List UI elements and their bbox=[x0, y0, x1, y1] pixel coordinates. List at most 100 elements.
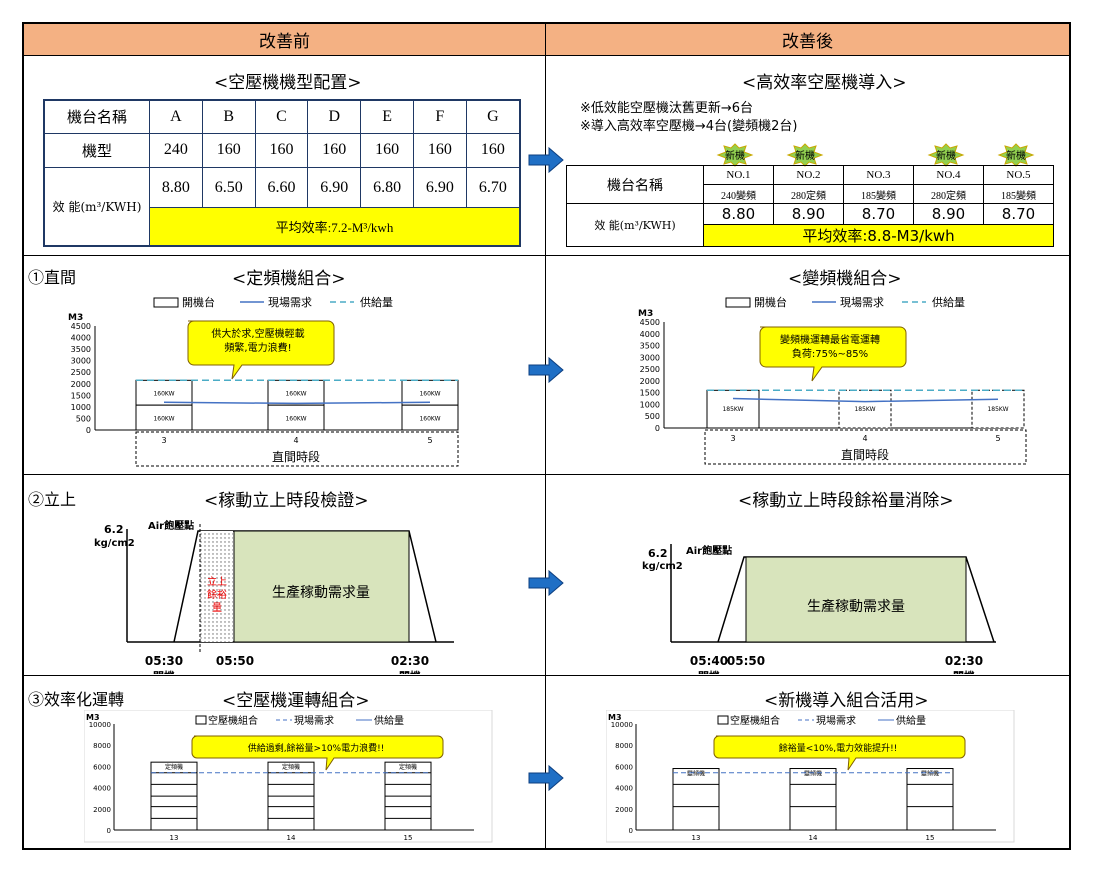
y-tick-label: 3500 bbox=[71, 345, 91, 354]
new-machine-type-cell: 280定頻 bbox=[913, 184, 984, 204]
arrow-right-icon bbox=[528, 146, 564, 174]
x-tick-label: 4 bbox=[293, 436, 298, 445]
machine-box-label: 160KW bbox=[153, 391, 174, 398]
surplus-label-3: 量 bbox=[212, 602, 222, 614]
legend-box-icon bbox=[725, 297, 751, 308]
stop-label: 關機 bbox=[399, 669, 421, 674]
callout-text-1: 供大於求,空壓機輕載 bbox=[211, 327, 304, 340]
table-header-model: 機型 bbox=[43, 132, 150, 168]
sec2-right-title: <變頻機組合> bbox=[788, 269, 902, 289]
new-badge-text: 新機 bbox=[936, 149, 956, 162]
arrow-right-icon bbox=[528, 356, 564, 384]
callout-bubble bbox=[187, 320, 335, 380]
new-badge-text: 新機 bbox=[725, 149, 745, 162]
machine-name-cell: C bbox=[254, 99, 309, 134]
new-machine-type-cell: 280定頻 bbox=[773, 184, 844, 204]
fixed-speed-chart: 開機台現場需求供給量M30500100015002000250030003500… bbox=[68, 295, 459, 467]
new-efficiency-cell: 8.90 bbox=[773, 203, 844, 225]
time-ready: 05:50 bbox=[216, 654, 254, 668]
machine-name-cell: F bbox=[412, 99, 467, 134]
sec4-row-label: ③效率化運轉 bbox=[28, 690, 125, 709]
table-header-machine-name: 機台名稱 bbox=[43, 99, 150, 134]
y-tick-label: 3500 bbox=[640, 342, 660, 351]
machine-box-label: 160KW bbox=[419, 391, 440, 398]
y-tick-label: 6000 bbox=[93, 763, 111, 771]
bar-label: 變頻機 bbox=[687, 770, 705, 778]
header-after-text: 改善後 bbox=[782, 32, 833, 52]
model-cell: 160 bbox=[412, 132, 467, 168]
efficiency-cell: 6.80 bbox=[360, 166, 414, 209]
new-efficiency-cell: 8.70 bbox=[843, 203, 914, 225]
y-tick-label: 2000 bbox=[93, 806, 111, 814]
sec4-right-title: <新機導入組合活用> bbox=[764, 691, 929, 711]
legend-item-demand: 現場需求 bbox=[816, 714, 856, 727]
new-badge-1: 新機 bbox=[717, 143, 753, 167]
time-stop: 02:30 bbox=[945, 654, 983, 668]
x-tick-label: 14 bbox=[287, 834, 296, 842]
start-label: 開機 bbox=[153, 669, 175, 674]
bar bbox=[672, 768, 720, 831]
bar bbox=[789, 768, 837, 831]
new-machine-name-cell: NO.2 bbox=[773, 165, 844, 185]
header-before-text: 改善前 bbox=[259, 32, 310, 52]
machine-box-label: 185KW bbox=[987, 406, 1008, 413]
machine-box-label: 160KW bbox=[419, 416, 440, 423]
new-machine-name-cell: NO.4 bbox=[913, 165, 984, 185]
demand-label: 生產稼動需求量 bbox=[272, 584, 370, 601]
sec3-right-title: <稼動立上時段餘裕量消除> bbox=[738, 491, 954, 511]
callout-text-2: 負荷:75%~85% bbox=[792, 348, 868, 360]
sec1-left-title: <空壓機機型配置> bbox=[214, 73, 362, 93]
machine-name-cell: E bbox=[360, 99, 414, 134]
header-before: 改善前 bbox=[24, 24, 545, 56]
time-start: 05:30 bbox=[145, 654, 183, 668]
machine-box bbox=[401, 379, 459, 406]
comparison-frame: 改善前 改善後 <空壓機機型配置> <高效率空壓機導入> 機台名稱 A B C … bbox=[22, 22, 1071, 850]
arrow-right-icon bbox=[528, 764, 564, 792]
callout-bubble bbox=[759, 326, 907, 382]
bar-label: 定頻機 bbox=[399, 763, 417, 771]
machine-name-cell: A bbox=[149, 99, 203, 134]
demand-area bbox=[233, 530, 410, 643]
y-tick-label: 500 bbox=[76, 414, 91, 423]
machine-box-label: 160KW bbox=[153, 416, 174, 423]
x-tick-label: 4 bbox=[862, 434, 867, 443]
machine-box bbox=[706, 389, 760, 429]
sec1-right-title: <高效率空壓機導入> bbox=[742, 73, 907, 93]
machine-box bbox=[135, 404, 193, 431]
bar-label: 變頻機 bbox=[921, 770, 939, 778]
time-range-box bbox=[704, 429, 1027, 465]
y-tick-label: 0 bbox=[629, 827, 633, 835]
efficiency-cell: 8.80 bbox=[149, 166, 203, 209]
x-tick-label: 5 bbox=[995, 434, 1000, 443]
y-tick-label: 4000 bbox=[615, 785, 633, 793]
new-table-header-machine-name: 機台名稱 bbox=[566, 165, 704, 204]
demand-label: 生產稼動需求量 bbox=[807, 598, 905, 615]
legend-item-demand: 現場需求 bbox=[294, 714, 334, 727]
legend-box-icon bbox=[153, 297, 179, 308]
efficiency-cell: 6.90 bbox=[307, 166, 362, 209]
y-tick-label: 4000 bbox=[71, 334, 91, 343]
x-tick-label: 13 bbox=[692, 834, 701, 842]
machine-box-label: 185KW bbox=[722, 406, 743, 413]
new-machine-name-cell: NO.1 bbox=[703, 165, 774, 185]
machine-box bbox=[401, 404, 459, 431]
y-tick-label: 2500 bbox=[640, 365, 660, 374]
demand-line bbox=[732, 397, 999, 403]
peak-label: Air飽壓點 bbox=[148, 519, 194, 532]
y-tick-label: 4000 bbox=[640, 330, 660, 339]
callout-text-2: 頻繁,電力浪費! bbox=[224, 341, 291, 354]
y-tick-label: 8000 bbox=[615, 742, 633, 750]
machine-config-table: 機台名稱 A B C D E F G 機型 240 160 160 160 16… bbox=[43, 99, 521, 247]
legend-item-supply: 供給量 bbox=[932, 295, 965, 309]
y-axis-unit: M3 bbox=[86, 713, 100, 722]
bar bbox=[906, 768, 954, 831]
machine-box-label: 160KW bbox=[285, 391, 306, 398]
center-divider bbox=[545, 24, 546, 848]
machine-box bbox=[971, 389, 1025, 429]
sec2-left-title: <定頻機組合> bbox=[232, 269, 346, 289]
surplus-label-2: 餘裕 bbox=[207, 588, 227, 601]
new-machine-name-cell: NO.3 bbox=[843, 165, 914, 185]
y-tick-label: 0 bbox=[107, 827, 111, 835]
new-machine-type-cell: 185變頻 bbox=[843, 184, 914, 204]
